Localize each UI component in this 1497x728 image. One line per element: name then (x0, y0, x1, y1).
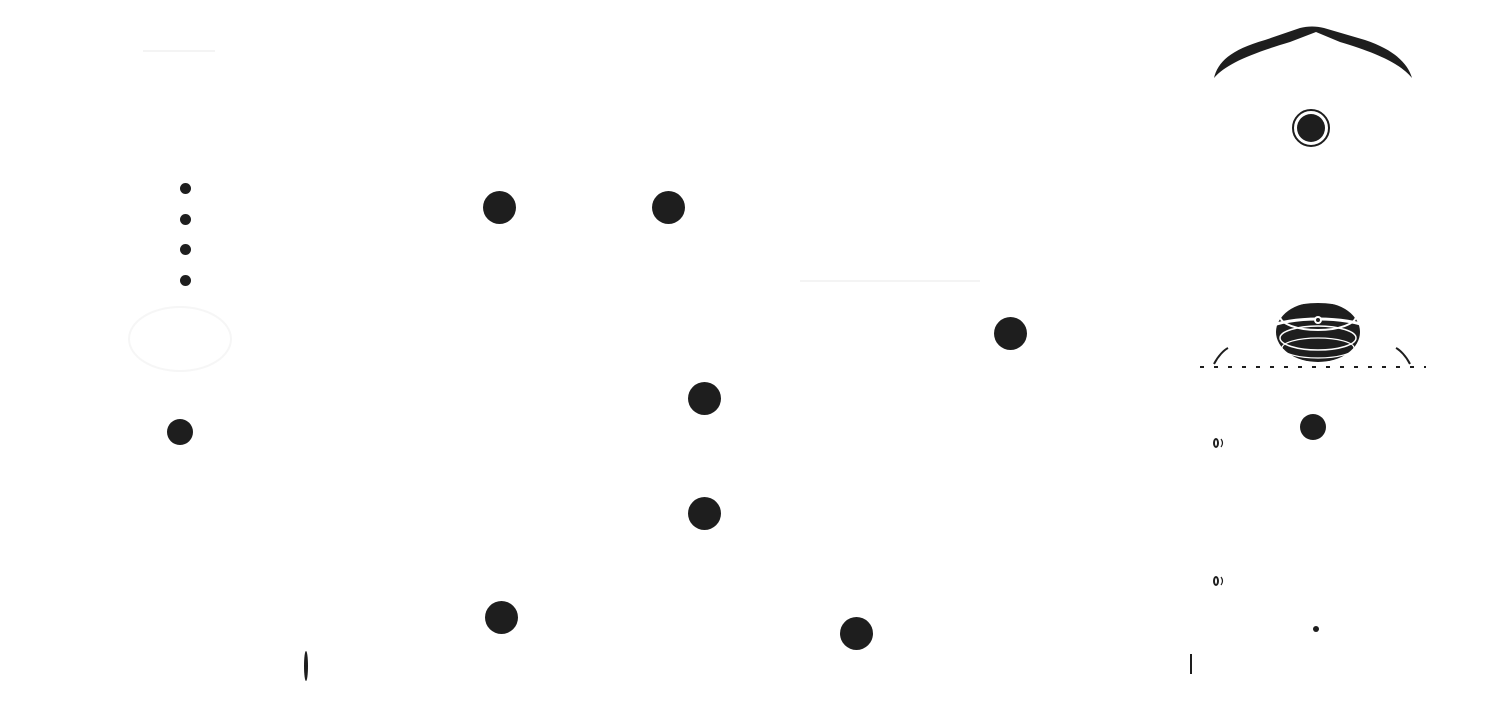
faint-title-trace (143, 50, 215, 52)
bullet-marker-2 (180, 214, 191, 225)
node-circle-2[interactable] (652, 191, 685, 224)
node-circle-1[interactable] (483, 191, 516, 224)
node-circle-8[interactable] (840, 617, 873, 650)
node-circle-4[interactable] (688, 382, 721, 415)
right-panel (1184, 20, 1440, 710)
vertical-sliver-mark-left (304, 651, 308, 681)
caret-mark-right (1190, 654, 1192, 674)
panel-node-circle (1300, 414, 1326, 440)
bullet-marker-3 (180, 244, 191, 255)
faint-line-trace (800, 280, 980, 282)
speaker-glyph-1 (1213, 438, 1224, 448)
node-circle-6[interactable] (688, 497, 721, 530)
speaker-icon-2[interactable] (1212, 575, 1228, 590)
top-arc-shape (1214, 26, 1412, 78)
speaker-glyph-2 (1213, 576, 1224, 586)
node-circle-7[interactable] (485, 601, 518, 634)
lens-icon (1292, 109, 1330, 147)
right-panel-artwork (1184, 26, 1426, 674)
node-circle-5[interactable] (167, 419, 193, 445)
bullet-marker-1 (180, 183, 191, 194)
bullet-marker-4 (180, 275, 191, 286)
disc-icon (1213, 301, 1411, 365)
node-circle-3[interactable] (994, 317, 1027, 350)
faint-ring-trace (128, 306, 232, 372)
speaker-icon[interactable] (1212, 437, 1228, 452)
cursor-blob (1313, 626, 1319, 632)
